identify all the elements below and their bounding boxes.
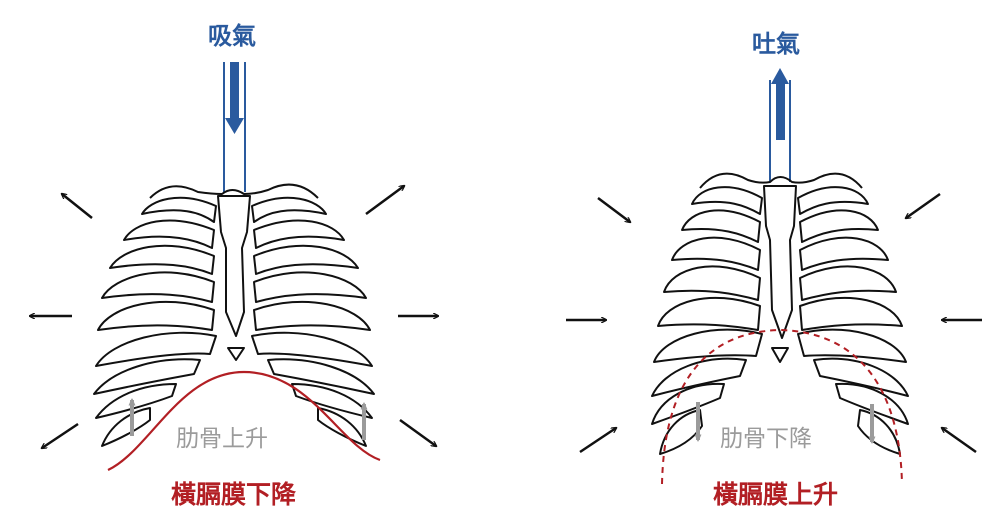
chest-expand-arrows <box>30 186 438 448</box>
arrow-upleft-icon <box>942 428 977 454</box>
arrow-upright-icon <box>579 428 616 454</box>
inhale-ribs-label: 肋骨上升 <box>176 426 268 452</box>
exhale-title: 吐氣 <box>752 30 800 58</box>
diaphragm-curve <box>107 370 381 471</box>
arrow-upleft-icon <box>62 194 93 219</box>
rib-cage-icon <box>93 183 375 447</box>
inhale-diaphragm-label: 橫膈膜下降 <box>171 480 297 509</box>
arrow-upright-icon <box>365 186 404 216</box>
inhale-title: 吸氣 <box>208 22 256 50</box>
trachea-icon <box>223 62 246 192</box>
arrow-downleft-icon <box>42 422 79 448</box>
arrow-downleft-icon <box>906 192 941 218</box>
exhale-panel <box>566 68 982 485</box>
exhale-ribs-label: 肋骨下降 <box>720 426 812 452</box>
rib-cage-icon <box>651 172 909 455</box>
diaphragm-curve <box>661 328 903 485</box>
exhale-diaphragm-label: 橫膈膜上升 <box>713 480 839 509</box>
air-in-arrow-icon <box>225 62 244 134</box>
inhale-panel <box>30 62 438 471</box>
arrow-downright-icon <box>399 418 436 446</box>
chest-contract-arrows <box>566 192 982 454</box>
air-out-arrow-icon <box>771 68 789 140</box>
trachea-icon <box>769 80 791 182</box>
arrow-downright-icon <box>597 197 630 222</box>
